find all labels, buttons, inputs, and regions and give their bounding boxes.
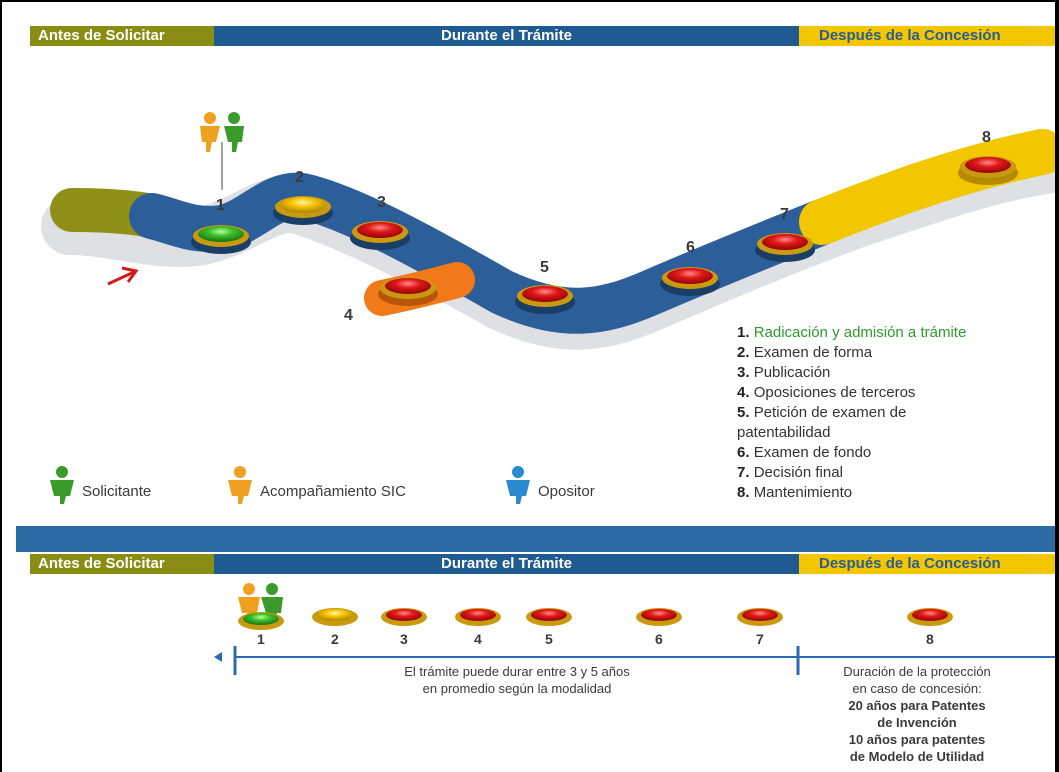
step-item-5-cont: patentabilidad bbox=[737, 424, 831, 441]
timeline-number-2: 2 bbox=[331, 631, 339, 647]
step-8-light bbox=[958, 156, 1018, 185]
path-number-6: 6 bbox=[686, 239, 695, 256]
timeline-light-6 bbox=[636, 608, 682, 626]
timeline-light-5 bbox=[526, 608, 572, 626]
phase-during-header: Durante el Trámite bbox=[214, 26, 799, 46]
timeline-sic-person-icon bbox=[238, 583, 260, 621]
step-6-light bbox=[660, 267, 720, 296]
phase-after-header: Después de la Concesión bbox=[799, 26, 1055, 46]
timeline-number-1: 1 bbox=[257, 631, 265, 647]
path-number-4: 4 bbox=[344, 307, 353, 324]
timeline-light-7 bbox=[737, 608, 783, 626]
timeline-after-text: Duración de la protección en caso de con… bbox=[843, 664, 991, 764]
legend-opponent-label: Opositor bbox=[538, 483, 595, 500]
timeline-number-5: 5 bbox=[545, 631, 553, 647]
step-item-3: 3. Publicación bbox=[737, 364, 831, 381]
step-1-light bbox=[191, 225, 251, 254]
step-3-light bbox=[350, 221, 410, 250]
step-7-light bbox=[755, 233, 815, 262]
timeline-light-8 bbox=[907, 608, 953, 626]
timeline-number-6: 6 bbox=[655, 631, 663, 647]
path-number-5: 5 bbox=[540, 259, 549, 276]
legend-sic-label: Acompañamiento SIC bbox=[260, 483, 406, 500]
step-item-7: 7. Decisión final bbox=[737, 464, 843, 481]
legend-applicant-label: Solicitante bbox=[82, 483, 152, 500]
section-divider-bar bbox=[16, 526, 1055, 552]
path-number-2: 2 bbox=[295, 169, 304, 186]
start-arrow-icon bbox=[107, 266, 139, 286]
path-number-7: 7 bbox=[780, 206, 789, 223]
step-2-light bbox=[273, 196, 333, 225]
timeline-number-7: 7 bbox=[756, 631, 764, 647]
process-path-diagram: 1 2 3 4 5 6 7 8 bbox=[41, 112, 1055, 504]
applicant-legend-icon bbox=[50, 466, 74, 504]
step-item-5: 5. Petición de examen de bbox=[737, 404, 907, 421]
path-number-8: 8 bbox=[982, 129, 991, 146]
step-item-8: 8. Mantenimiento bbox=[737, 484, 853, 501]
timeline-axis bbox=[214, 646, 1055, 675]
timeline-light-3 bbox=[381, 608, 427, 626]
timeline-light-1 bbox=[238, 612, 284, 630]
step-item-1: 1. Radicación y admisión a trámite bbox=[737, 324, 967, 341]
phase-before-header: Antes de Solicitar bbox=[30, 26, 214, 46]
sic-legend-icon bbox=[228, 466, 252, 504]
path-number-1: 1 bbox=[216, 197, 225, 214]
timeline-diagram: 1 2 3 4 5 6 7 8 bbox=[214, 583, 1055, 675]
timeline-number-4: 4 bbox=[474, 631, 482, 647]
timeline-phase-during-header: Durante el Trámite bbox=[214, 554, 799, 574]
applicant-person-icon bbox=[224, 112, 244, 152]
opponent-legend-icon bbox=[506, 466, 530, 504]
path-number-3: 3 bbox=[377, 194, 386, 211]
steps-list: 1. Radicación y admisión a trámite 2. Ex… bbox=[737, 323, 1055, 503]
step-item-6: 6. Examen de fondo bbox=[737, 444, 872, 461]
timeline-number-8: 8 bbox=[926, 631, 934, 647]
step-item-2: 2. Examen de forma bbox=[737, 344, 873, 361]
sic-person-icon bbox=[200, 112, 220, 152]
timeline-applicant-person-icon bbox=[261, 583, 283, 621]
step-4-light bbox=[378, 277, 438, 306]
step-item-4: 4. Oposiciones de terceros bbox=[737, 384, 916, 401]
timeline-phase-after-header: Después de la Concesión bbox=[799, 554, 1055, 574]
timeline-during-text: El trámite puede durar entre 3 y 5 años … bbox=[404, 664, 630, 696]
timeline-phase-before-header: Antes de Solicitar bbox=[30, 554, 214, 574]
timeline-light-4 bbox=[455, 608, 501, 626]
timeline-number-3: 3 bbox=[400, 631, 408, 647]
step-5-light bbox=[515, 285, 575, 314]
timeline-light-2 bbox=[312, 608, 358, 626]
